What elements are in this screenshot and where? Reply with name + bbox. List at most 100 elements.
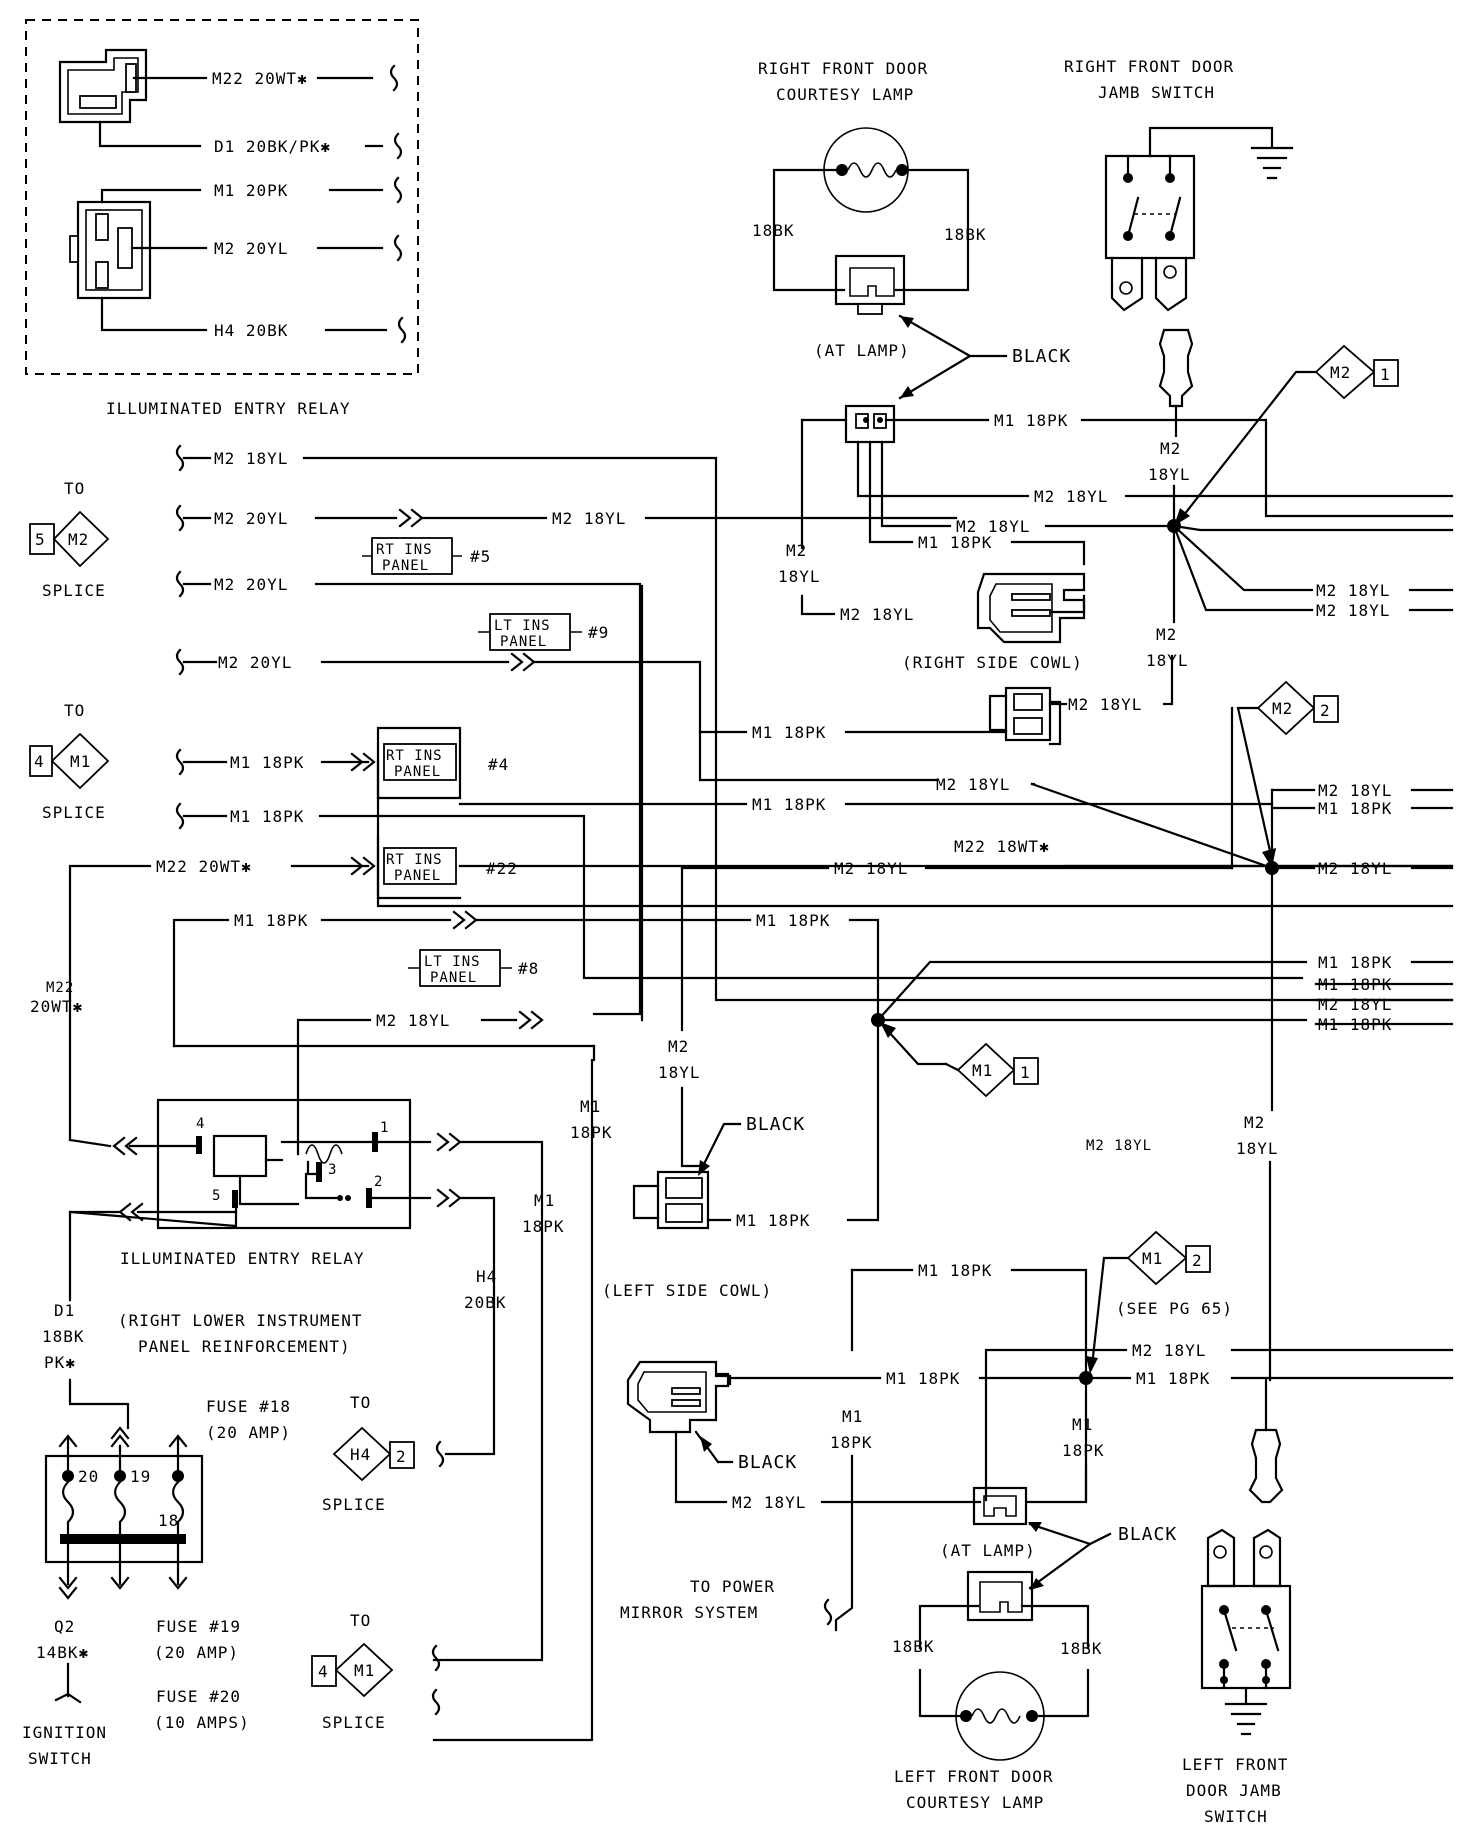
svg-text:#8: #8 (518, 959, 539, 978)
svg-text:14BK✱: 14BK✱ (36, 1643, 89, 1662)
svg-text:2: 2 (374, 1174, 383, 1190)
svg-text:D1: D1 (54, 1301, 75, 1320)
svg-text:M1 18PK: M1 18PK (752, 795, 826, 814)
left-front-door-jamb-switch: LEFT FRONT DOOR JAMB SWITCH (1182, 1378, 1292, 1826)
relay-inset: M22 20WT✱ D1 20BK/PK✱ M1 20PK M2 20YL H4… (25, 19, 419, 418)
svg-text:M1: M1 (534, 1191, 555, 1210)
svg-text:M2: M2 (68, 530, 89, 549)
svg-text:M2: M2 (786, 541, 807, 560)
svg-text:TO: TO (350, 1393, 371, 1412)
svg-text:JAMB SWITCH: JAMB SWITCH (1098, 83, 1215, 102)
splice-left-m2-5: TO 5 M2 SPLICE (29, 479, 110, 600)
svg-text:18YL: 18YL (1146, 651, 1189, 670)
svg-text:(20 AMP): (20 AMP) (154, 1643, 239, 1662)
svg-text:M2: M2 (1244, 1113, 1265, 1132)
svg-text:FUSE #20: FUSE #20 (156, 1687, 241, 1706)
right-vertical-bus: M2 18YL M2 18YL M2 1 M2 2 M2 18YL M1 18P… (458, 344, 1454, 1382)
svg-text:18PK: 18PK (1062, 1441, 1105, 1460)
svg-text:PANEL: PANEL (394, 868, 441, 884)
svg-text:M2 18YL: M2 18YL (840, 605, 914, 624)
svg-text:18: 18 (158, 1511, 179, 1530)
svg-text:#4: #4 (488, 755, 509, 774)
svg-text:BLACK: BLACK (1012, 346, 1071, 367)
svg-text:1: 1 (380, 1120, 389, 1136)
main-relay: 4 1 3 2 5 ILLUMINATED ENTRY RELAY (RIGHT… (42, 1044, 612, 1742)
svg-text:M1 18PK: M1 18PK (918, 533, 992, 552)
svg-text:(AT LAMP): (AT LAMP) (814, 341, 910, 360)
svg-text:19: 19 (130, 1467, 151, 1486)
svg-text:M2 20YL: M2 20YL (218, 653, 292, 672)
svg-text:M1: M1 (580, 1097, 601, 1116)
panel-connectors: RT INS PANEL #5 LT INS PANEL #9 RT INS P… (362, 537, 1454, 1022)
svg-text:PANEL: PANEL (500, 634, 547, 650)
svg-text:18BK: 18BK (752, 221, 795, 240)
inset-wire-m1: M1 20PK (214, 181, 288, 200)
splice-m1-4-bottom: TO 4 M1 SPLICE (311, 1611, 441, 1732)
svg-text:RIGHT FRONT DOOR: RIGHT FRONT DOOR (758, 59, 928, 78)
svg-text:ILLUMINATED ENTRY RELAY: ILLUMINATED ENTRY RELAY (120, 1249, 365, 1268)
svg-text:2: 2 (396, 1447, 407, 1466)
svg-text:M2 20YL: M2 20YL (214, 509, 288, 528)
svg-text:TO: TO (350, 1611, 371, 1630)
svg-text:M2 18YL: M2 18YL (552, 509, 626, 528)
inset-wire-m22: M22 20WT✱ (212, 69, 308, 88)
svg-text:LT INS: LT INS (424, 954, 481, 970)
svg-text:(LEFT SIDE COWL): (LEFT SIDE COWL) (602, 1281, 772, 1300)
svg-text:(RIGHT SIDE COWL): (RIGHT SIDE COWL) (902, 653, 1083, 672)
svg-text:M1 18PK: M1 18PK (756, 911, 830, 930)
svg-text:(20 AMP): (20 AMP) (206, 1423, 291, 1442)
svg-text:4: 4 (318, 1662, 329, 1681)
svg-text:M2: M2 (668, 1037, 689, 1056)
svg-text:LEFT FRONT DOOR: LEFT FRONT DOOR (894, 1767, 1054, 1786)
svg-text:18BK: 18BK (944, 225, 987, 244)
svg-text:18PK: 18PK (830, 1433, 873, 1452)
svg-text:18YL: 18YL (1148, 465, 1191, 484)
svg-text:M1 18PK: M1 18PK (736, 1211, 810, 1230)
svg-text:RT INS: RT INS (386, 852, 443, 868)
svg-text:LT INS: LT INS (494, 618, 551, 634)
svg-text:1: 1 (1380, 365, 1391, 384)
svg-text:RIGHT FRONT DOOR: RIGHT FRONT DOOR (1064, 57, 1234, 76)
svg-text:20BK: 20BK (464, 1293, 507, 1312)
svg-text:#5: #5 (470, 547, 491, 566)
svg-text:BLACK: BLACK (1118, 1524, 1177, 1545)
svg-text:#9: #9 (588, 623, 609, 642)
svg-text:M22 18WT✱: M22 18WT✱ (954, 837, 1050, 856)
svg-text:18PK: 18PK (522, 1217, 565, 1236)
svg-text:18BK: 18BK (1060, 1639, 1103, 1658)
svg-text:M2: M2 (1272, 699, 1293, 718)
svg-text:M2 18YL: M2 18YL (1318, 995, 1392, 1014)
left-side-cowl: BLACK M1 18PK (LEFT SIDE COWL) (602, 1114, 810, 1300)
svg-text:M2 18YL: M2 18YL (1316, 581, 1390, 600)
svg-text:M2 18YL: M2 18YL (376, 1011, 450, 1030)
svg-text:TO: TO (64, 701, 85, 720)
inset-wire-d1: D1 20BK/PK✱ (214, 137, 331, 156)
svg-text:M2 20YL: M2 20YL (214, 575, 288, 594)
svg-text:M2 18YL: M2 18YL (1086, 1138, 1152, 1154)
svg-text:H4: H4 (476, 1267, 497, 1286)
svg-text:M2 18YL: M2 18YL (1318, 859, 1392, 878)
fuse-block: FUSE #18 (20 AMP) 20 19 18 FUSE #19 (20 … (22, 1397, 291, 1768)
svg-text:Q2: Q2 (54, 1617, 75, 1636)
svg-text:MIRROR SYSTEM: MIRROR SYSTEM (620, 1603, 758, 1622)
svg-text:M2 18YL: M2 18YL (732, 1493, 806, 1512)
svg-text:M2: M2 (1156, 625, 1177, 644)
svg-text:M2 18YL: M2 18YL (1318, 781, 1392, 800)
splice-h4-2: TO H4 2 SPLICE (322, 1393, 445, 1514)
svg-text:COURTESY LAMP: COURTESY LAMP (906, 1793, 1044, 1812)
svg-text:BLACK: BLACK (738, 1452, 797, 1473)
svg-text:(SEE PG 65): (SEE PG 65) (1116, 1299, 1233, 1318)
svg-text:M2 18YL: M2 18YL (1034, 487, 1108, 506)
svg-text:M1: M1 (972, 1061, 993, 1080)
svg-text:M1 18PK: M1 18PK (1318, 799, 1392, 818)
svg-text:FUSE #18: FUSE #18 (206, 1397, 291, 1416)
splice-left-m1-4: TO 4 M1 SPLICE (29, 701, 110, 822)
left-front-door-area: M1 18PK BLACK M2 18YL M1 18PK TO POWER M… (620, 1230, 1454, 1812)
svg-text:1: 1 (1020, 1063, 1031, 1082)
svg-text:M2 18YL: M2 18YL (1068, 695, 1142, 714)
svg-text:M1 18PK: M1 18PK (886, 1369, 960, 1388)
svg-text:M1: M1 (1072, 1415, 1093, 1434)
svg-text:FUSE #19: FUSE #19 (156, 1617, 241, 1636)
svg-text:18YL: 18YL (778, 567, 821, 586)
svg-text:18YL: 18YL (658, 1063, 701, 1082)
